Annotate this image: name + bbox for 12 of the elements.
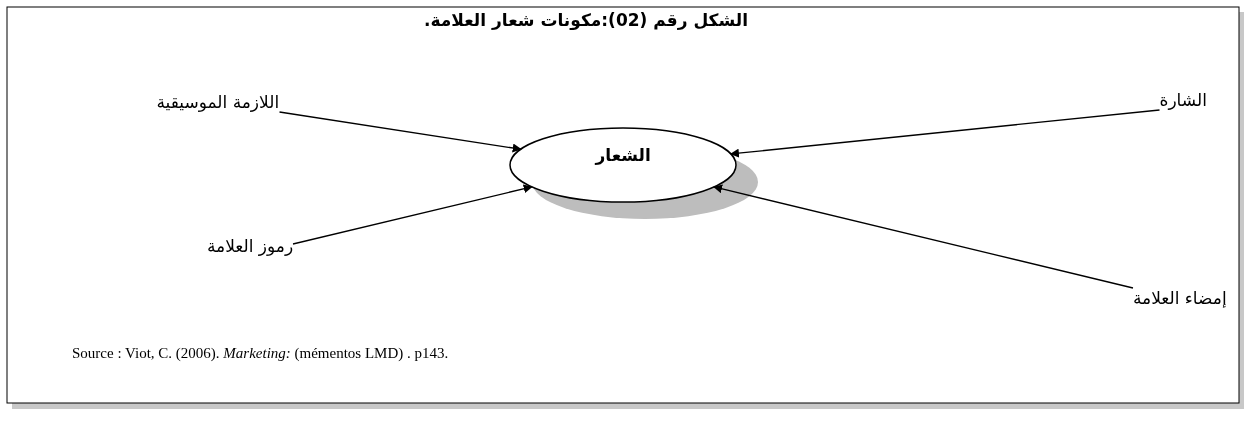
oval	[509, 127, 758, 219]
figure-title: الشكل رقم (02):مكونات شعار العلامة.	[424, 10, 748, 30]
arrow	[713, 184, 1134, 289]
arrow	[292, 184, 533, 245]
component-label: رموز العلامة	[207, 236, 294, 256]
source-note: Source : Viot, C. (2006). Marketing: (mémentos LMD) . p143.	[72, 345, 449, 362]
oval-label: الشعار	[595, 145, 651, 165]
component-label: إمضاء العلامة	[1133, 288, 1227, 308]
arrow	[729, 109, 1161, 158]
component-label: اللازمة الموسيقية	[156, 92, 280, 112]
arrow	[278, 111, 522, 153]
component-label: الشارة	[1159, 90, 1207, 110]
